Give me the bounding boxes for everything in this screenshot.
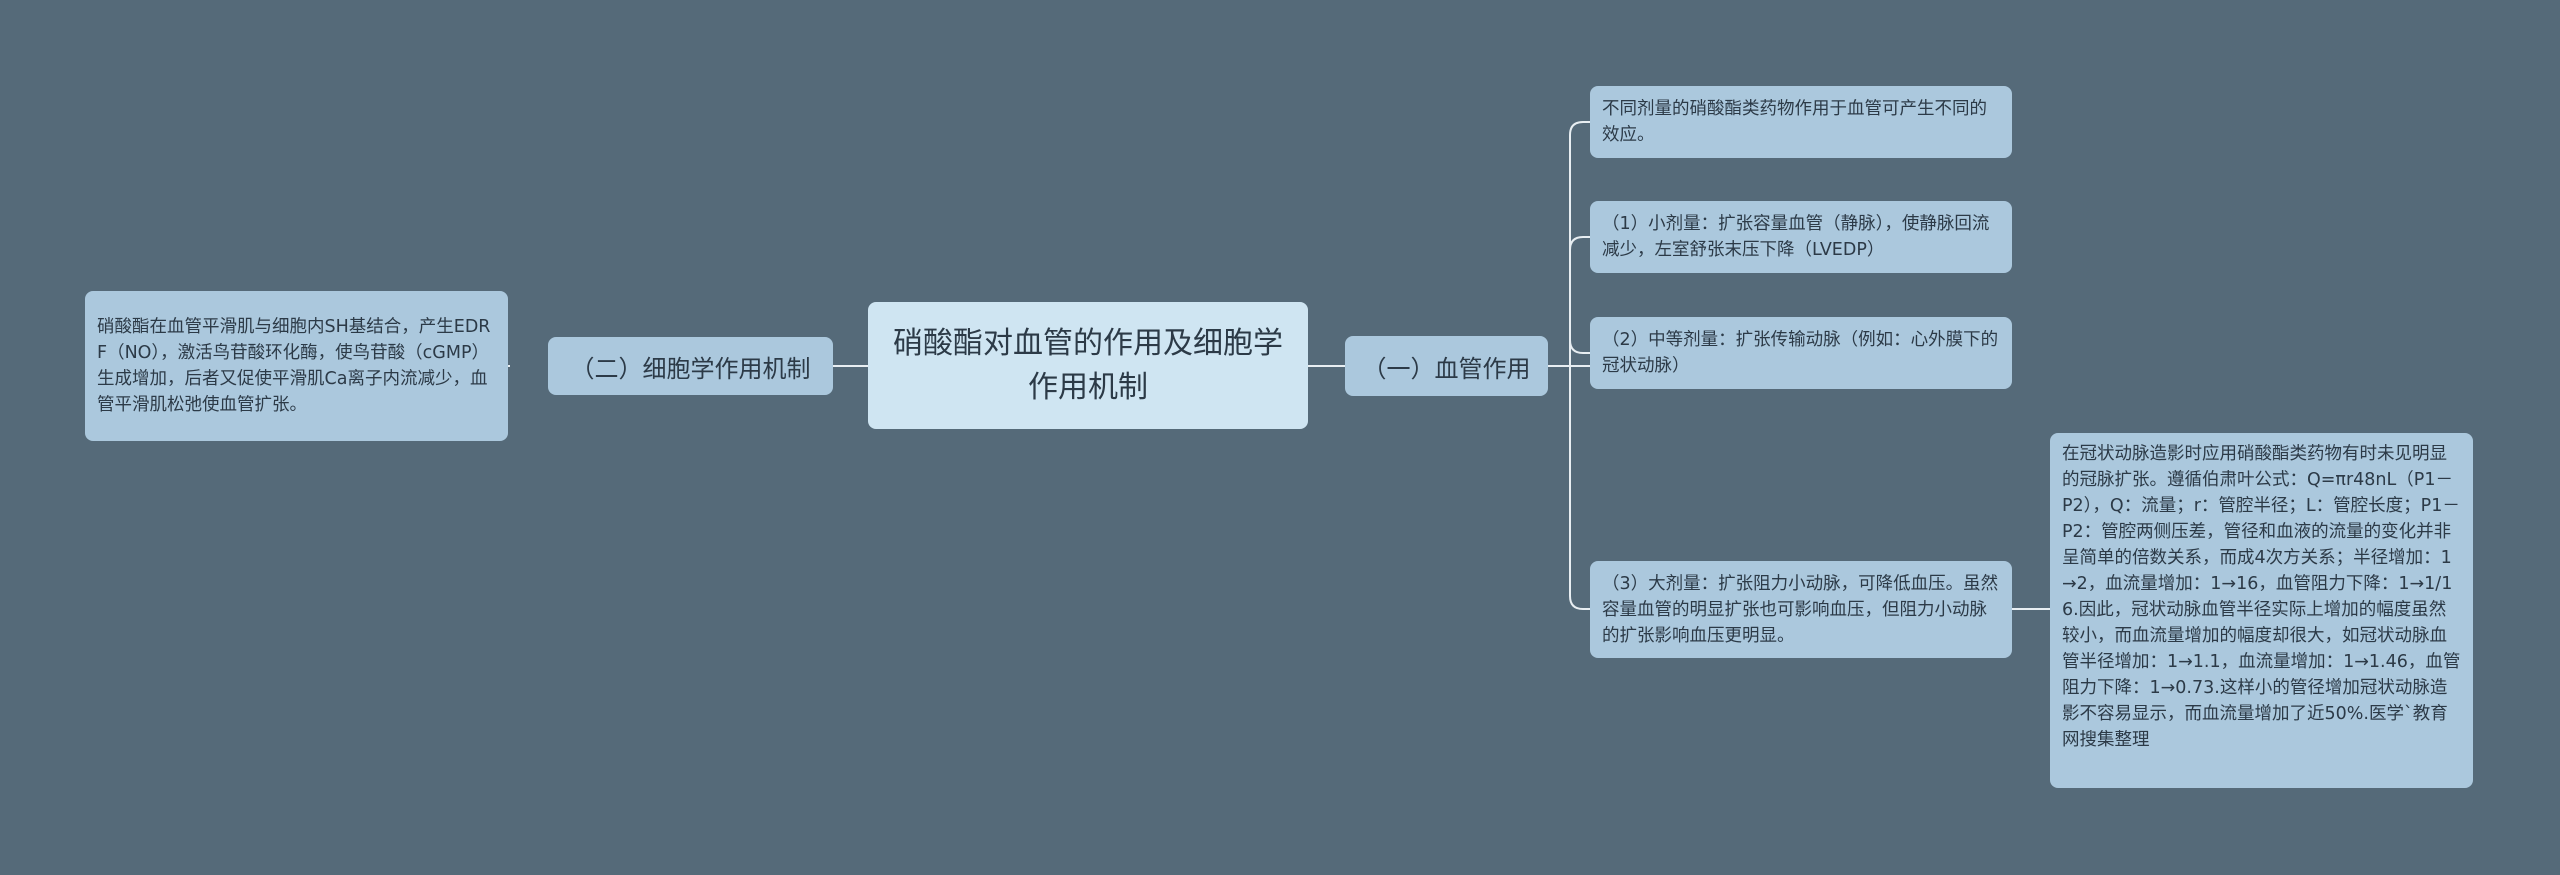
leaf-cell-mechanism[interactable]: 硝酸酯在血管平滑肌与细胞内SH基结合，产生EDRF（NO），激活鸟苷酸环化酶，使… — [85, 291, 508, 441]
leaf-small-dose[interactable]: （1）小剂量：扩张容量血管（静脉），使静脉回流减少，左室舒张末压下降（LVEDP… — [1590, 201, 2012, 273]
leaf-dose-intro[interactable]: 不同剂量的硝酸酯类药物作用于血管可产生不同的效应。 — [1590, 86, 2012, 158]
leaf-medium-dose[interactable]: （2）中等剂量：扩张传输动脉（例如：心外膜下的冠状动脉） — [1590, 317, 2012, 389]
branch-vascular-effect-label: （一）血管作用 — [1362, 354, 1531, 383]
branch-cell-mechanism[interactable]: （二）细胞学作用机制 — [548, 337, 833, 395]
leaf-poiseuille-detail[interactable]: 在冠状动脉造影时应用硝酸酯类药物有时未见明显的冠脉扩张。遵循伯肃叶公式：Q=πr… — [2050, 433, 2473, 788]
leaf-large-dose[interactable]: （3）大剂量：扩张阻力小动脉，可降低血压。虽然容量血管的明显扩张也可影响血压，但… — [1590, 561, 2012, 658]
root-topic-label: 硝酸酯对血管的作用及细胞学作用机制 — [893, 325, 1283, 405]
leaf-cell-mechanism-text: 硝酸酯在血管平滑肌与细胞内SH基结合，产生EDRF（NO），激活鸟苷酸环化酶，使… — [97, 317, 491, 415]
leaf-small-dose-text: （1）小剂量：扩张容量血管（静脉），使静脉回流减少，左室舒张末压下降（LVEDP… — [1602, 214, 1990, 260]
leaf-medium-dose-text: （2）中等剂量：扩张传输动脉（例如：心外膜下的冠状动脉） — [1602, 330, 1999, 376]
connector-right-leaf-4 — [1569, 366, 1590, 610]
branch-cell-mechanism-label: （二）细胞学作用机制 — [570, 354, 811, 383]
leaf-large-dose-text: （3）大剂量：扩张阻力小动脉，可降低血压。虽然容量血管的明显扩张也可影响血压，但… — [1602, 573, 1999, 646]
root-topic[interactable]: 硝酸酯对血管的作用及细胞学作用机制 — [868, 302, 1308, 429]
leaf-dose-intro-text: 不同剂量的硝酸酯类药物作用于血管可产生不同的效应。 — [1602, 99, 1987, 145]
branch-vascular-effect[interactable]: （一）血管作用 — [1345, 336, 1548, 396]
connector-right-leaf-1 — [1569, 121, 1590, 367]
connector-right-leaf-2 — [1569, 236, 1590, 251]
leaf-poiseuille-detail-text: 在冠状动脉造影时应用硝酸酯类药物有时未见明显的冠脉扩张。遵循伯肃叶公式：Q=πr… — [2062, 444, 2461, 750]
connector-right-leaf-3 — [1569, 339, 1590, 366]
